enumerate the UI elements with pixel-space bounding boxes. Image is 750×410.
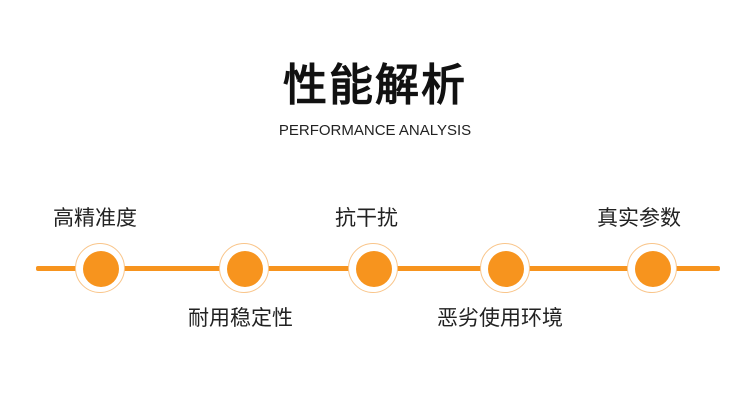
timeline-label-1: 高精准度 bbox=[53, 206, 137, 230]
timeline-label-4: 恶劣使用环境 bbox=[437, 306, 563, 330]
timeline-node-2 bbox=[219, 243, 269, 293]
timeline-label-2: 耐用稳定性 bbox=[188, 306, 293, 330]
timeline-node-4 bbox=[480, 243, 530, 293]
page-title: 性能解析 bbox=[283, 60, 467, 111]
timeline-node-dot bbox=[488, 251, 524, 287]
timeline-label-5: 真实参数 bbox=[597, 206, 681, 230]
timeline-node-dot bbox=[227, 251, 263, 287]
timeline-node-dot bbox=[635, 251, 671, 287]
timeline-node-dot bbox=[356, 251, 392, 287]
timeline-node-dot bbox=[83, 251, 119, 287]
timeline-node-1 bbox=[75, 243, 125, 293]
timeline-node-5 bbox=[627, 243, 677, 293]
timeline-label-3: 抗干扰 bbox=[335, 206, 398, 230]
page-subtitle: PERFORMANCE ANALYSIS bbox=[278, 122, 472, 139]
timeline-node-3 bbox=[348, 243, 398, 293]
